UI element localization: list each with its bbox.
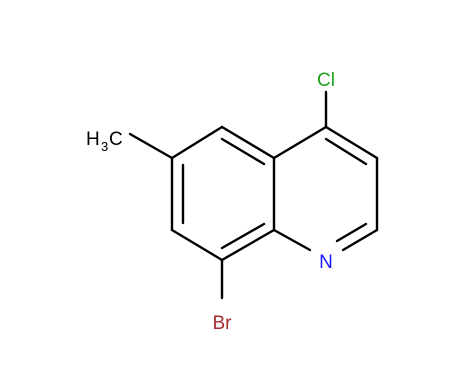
bromine-label: Br: [213, 313, 233, 334]
bond-n1-c8a: [272, 228, 312, 252]
bond-c6-methyl: [128, 132, 174, 160]
methyl-h: H: [86, 129, 100, 150]
bond-c8-c8a-inner: [220, 222, 266, 250]
bond-c4a-c4: [272, 125, 328, 160]
bond-c4-c3: [324, 125, 379, 160]
bond-c4-c3-inner: [324, 137, 368, 166]
bond-c8-c8a: [220, 228, 276, 262]
bond-c2-n1-inner: [335, 222, 368, 243]
bond-c2-n1: [341, 228, 379, 252]
bond-c4a-c5: [220, 125, 276, 160]
chlorine-label: Cl: [317, 70, 335, 91]
nitrogen-label: N: [319, 252, 333, 273]
methyl-label: H 3 C: [86, 129, 123, 154]
bond-c5-c6: [170, 125, 224, 160]
bond-c7-c8: [170, 228, 224, 262]
bonds: [128, 90, 379, 300]
methyl-subscript: 3: [101, 139, 108, 154]
bond-c4a-c5-inner: [220, 137, 266, 166]
methyl-c: C: [109, 129, 123, 150]
